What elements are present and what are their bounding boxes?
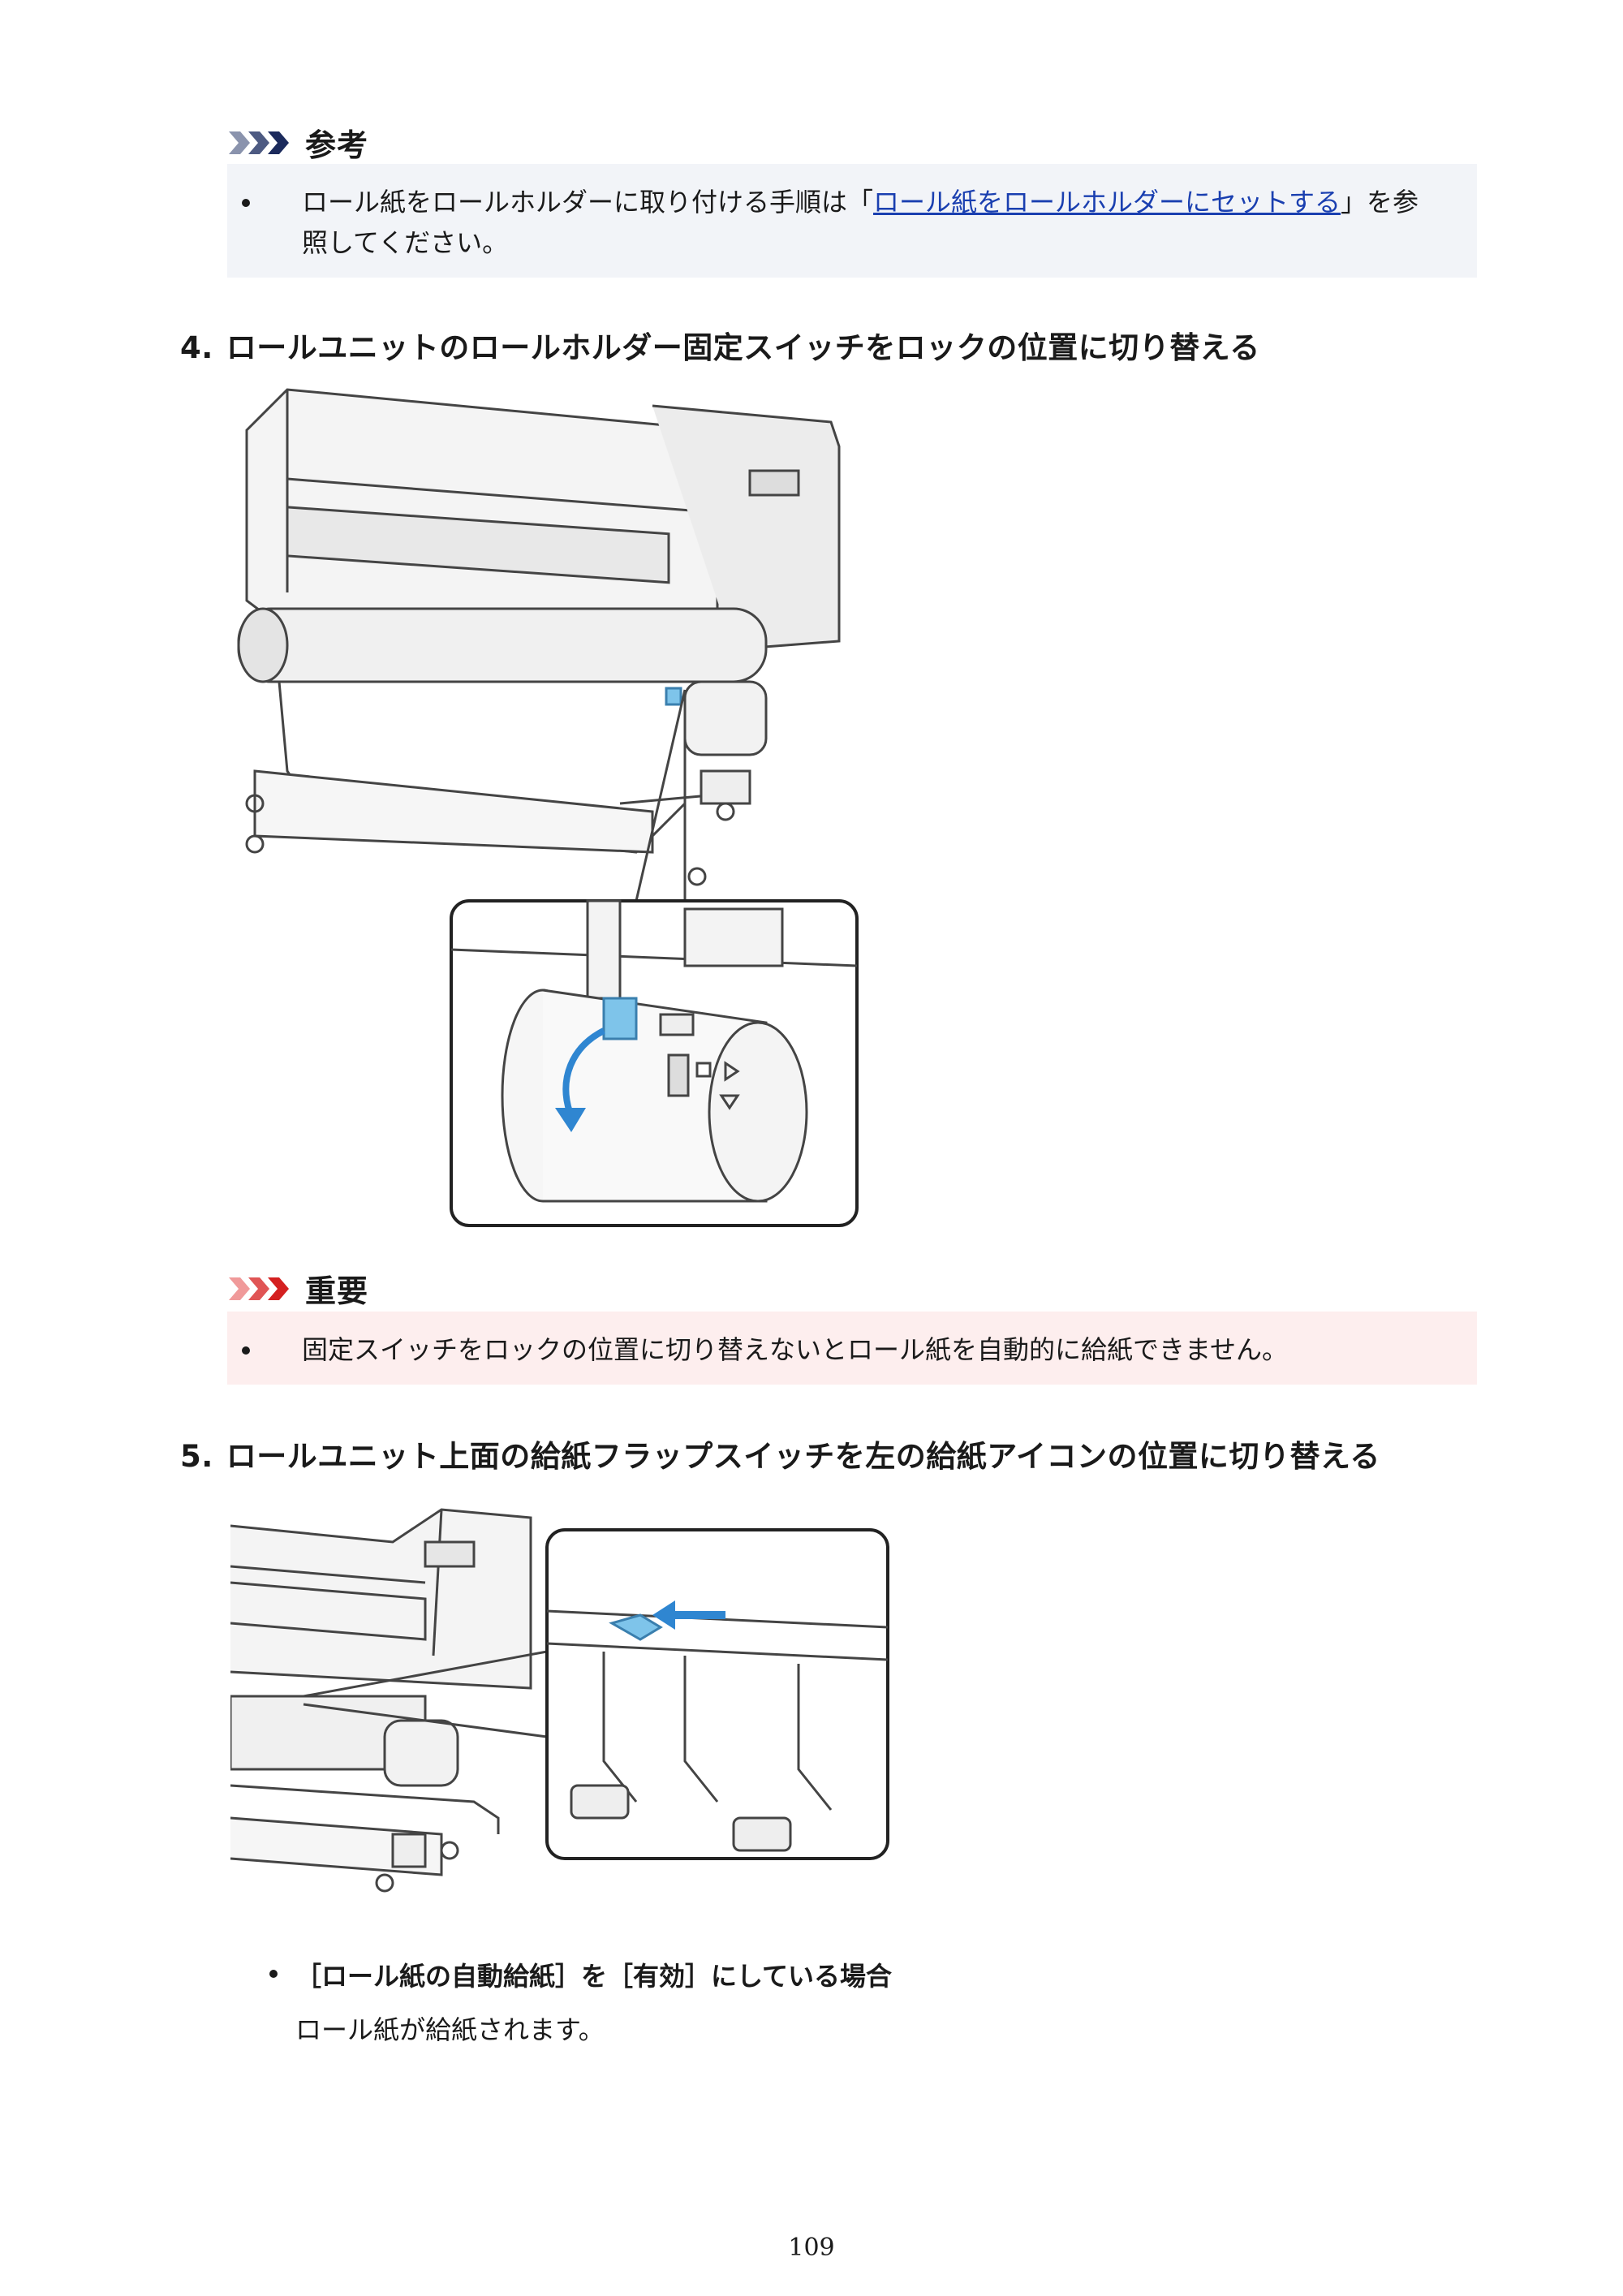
page-number: 109 xyxy=(788,2234,835,2262)
chevron-reference-icon xyxy=(229,128,294,157)
important-note-heading: 重要 xyxy=(229,1266,368,1311)
step-4-title: 4.ロールユニットのロールホルダー固定スイッチをロックの位置に切り替える xyxy=(180,330,1260,365)
feed-flap-drawing xyxy=(229,1508,889,1893)
important-note-box: 固定スイッチをロックの位置に切り替えないとロール紙を自動的に給紙できません。 xyxy=(227,1312,1477,1385)
chevron-important-icon xyxy=(229,1274,294,1303)
reference-note-heading: 参考 xyxy=(229,120,368,165)
step-5-title: 5.ロールユニット上面の給紙フラップスイッチを左の給紙アイコンの位置に切り替える xyxy=(180,1439,1380,1474)
printer-lock-switch-drawing xyxy=(237,388,859,1227)
roll-holder-setup-link[interactable]: ロール紙をロールホルダーにセットする xyxy=(873,187,1341,218)
important-note-text: 固定スイッチをロックの位置に切り替えないとロール紙を自動的に給紙できません。 xyxy=(242,1329,1444,1370)
reference-label: 参考 xyxy=(305,127,369,163)
reference-note-box: ロール紙をロールホルダーに取り付ける手順は「ロール紙をロールホルダーにセットする… xyxy=(227,164,1477,278)
auto-feed-condition-heading: ［ロール紙の自動給紙］を［有効］にしている場合 xyxy=(269,1956,1623,1993)
feed-flap-switch-illustration xyxy=(229,1493,896,1915)
reference-note-text: ロール紙をロールホルダーに取り付ける手順は「ロール紙をロールホルダーにセットする… xyxy=(242,182,1444,263)
important-label: 重要 xyxy=(305,1273,369,1309)
auto-feed-condition-text: ロール紙が給紙されます。 xyxy=(295,2014,605,2045)
printer-roll-holder-illustration xyxy=(230,381,880,1234)
